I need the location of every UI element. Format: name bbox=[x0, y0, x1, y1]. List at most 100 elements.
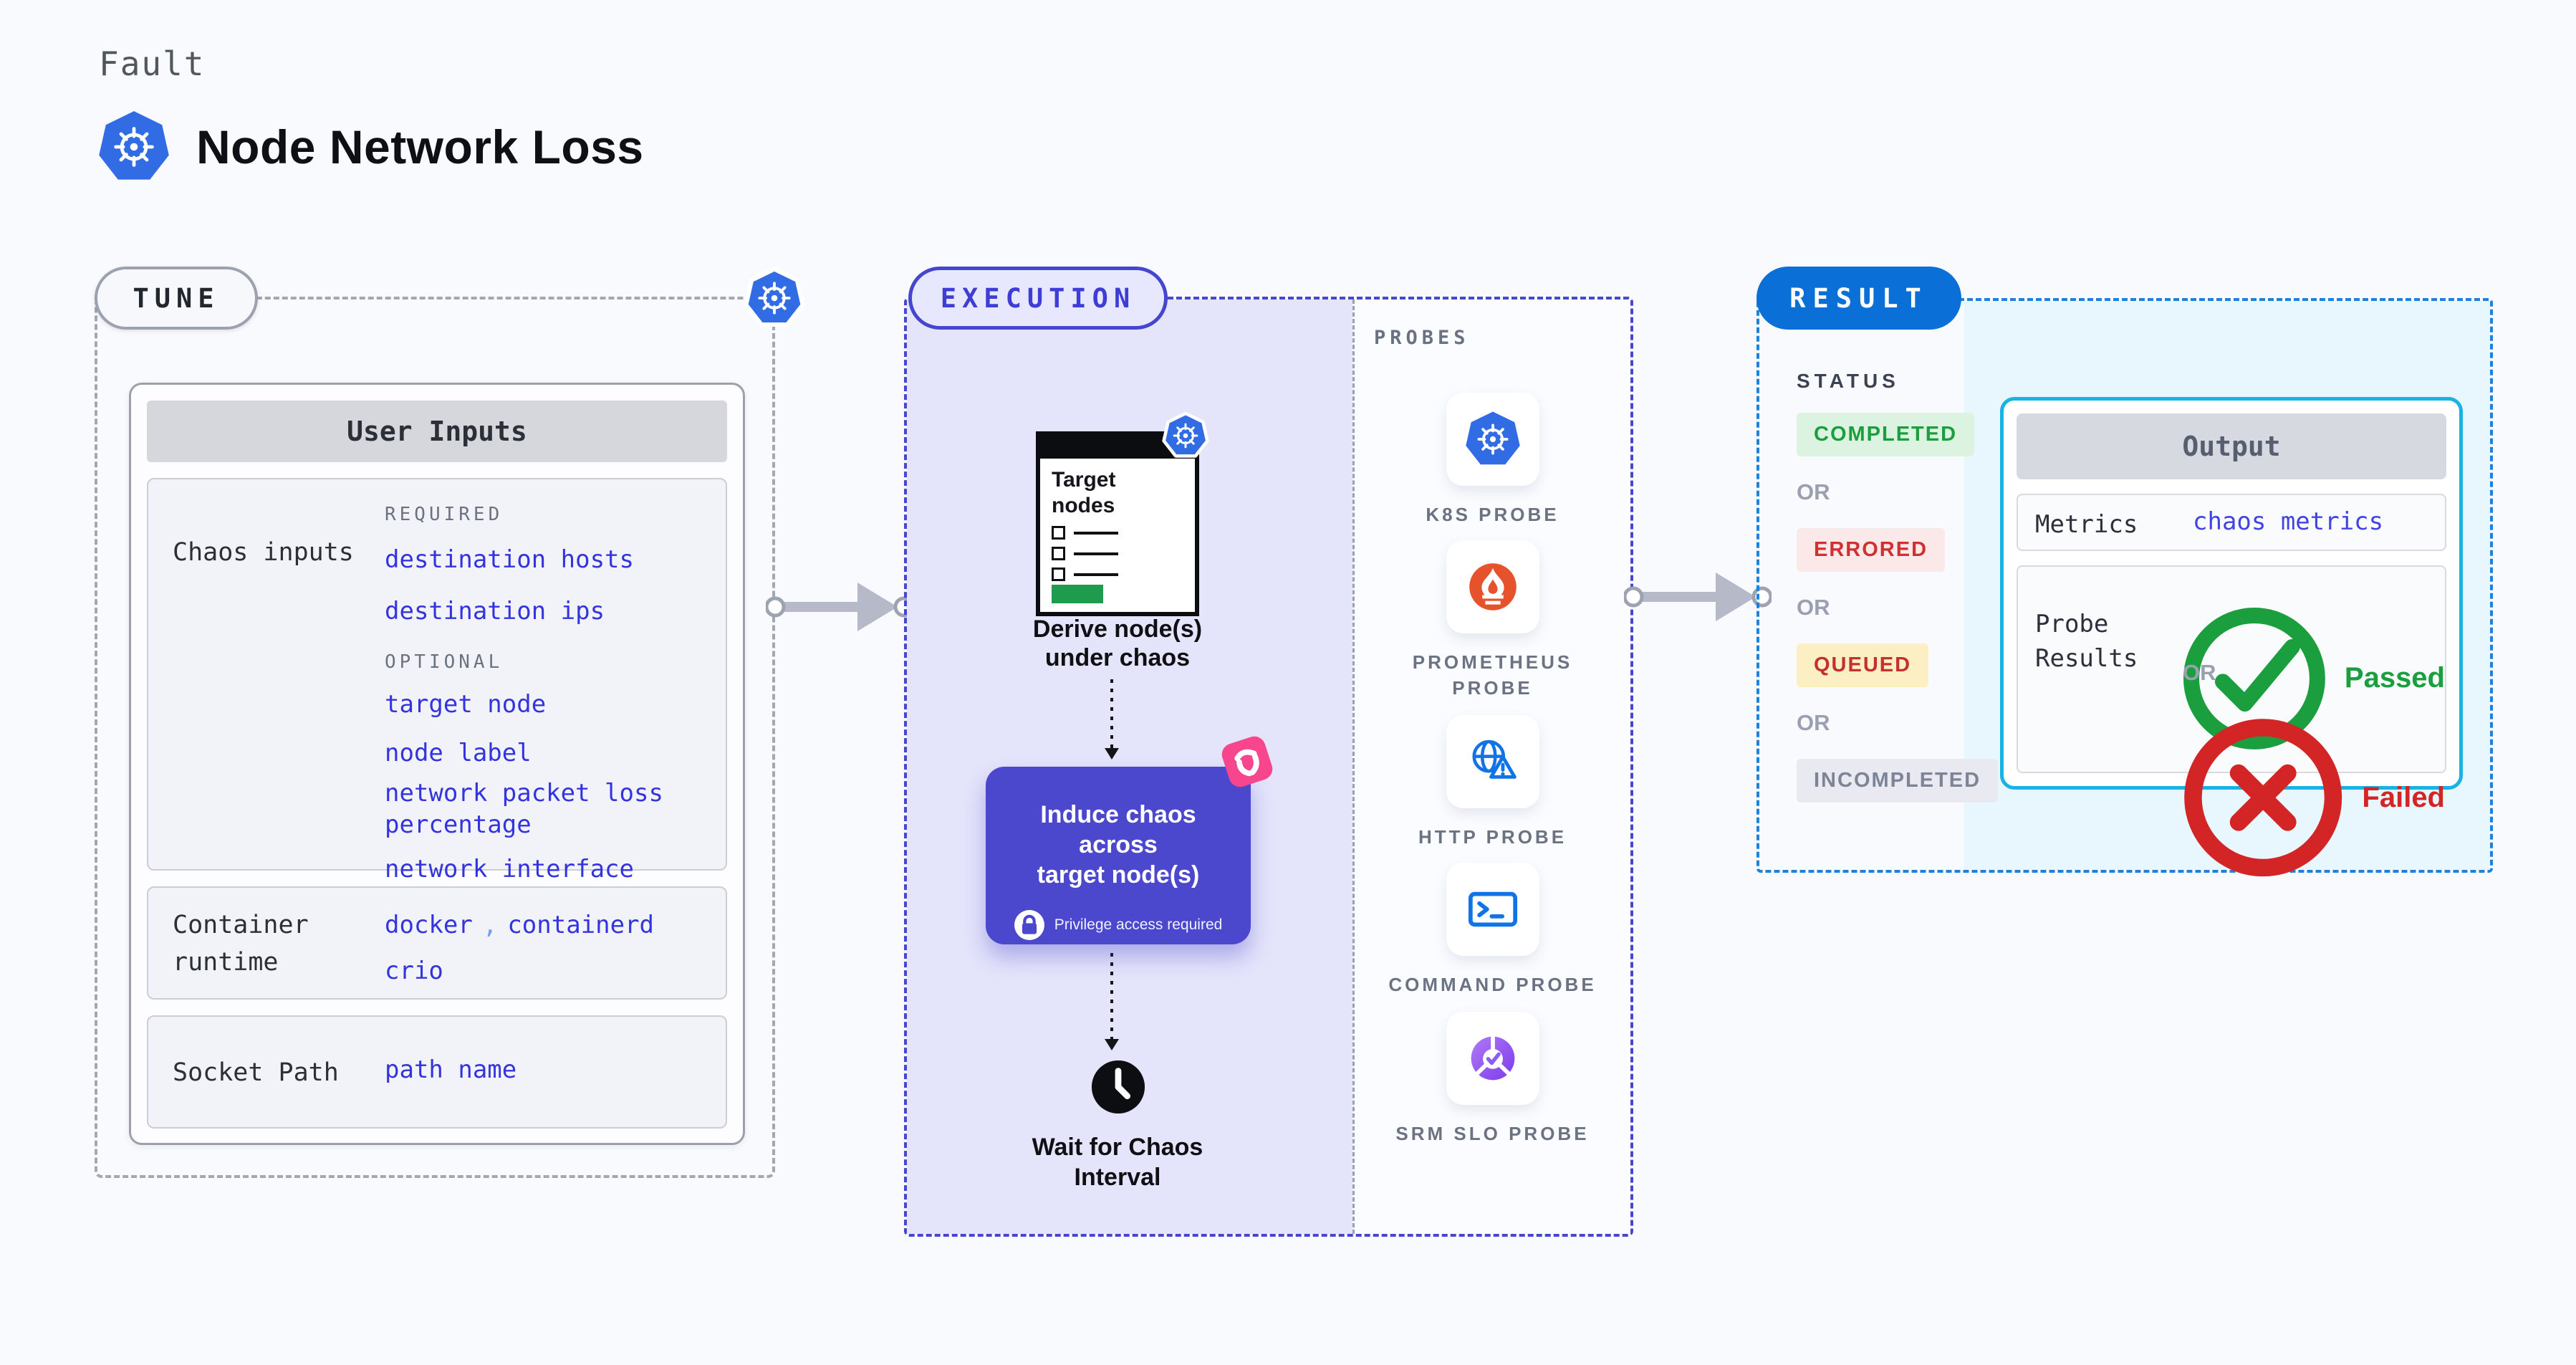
flow-dotted-arrow bbox=[1105, 953, 1119, 1050]
kubernetes-icon bbox=[744, 267, 805, 330]
probes-list: K8S PROBE PROMETHEUS PROBE HTTP PROBE COMMA… bbox=[1355, 393, 1630, 1146]
probe-item: PROMETHEUS PROBE bbox=[1385, 540, 1600, 701]
probe-result-failed: Failed bbox=[2176, 710, 2445, 885]
probe-results-label: Probe Results bbox=[2035, 610, 2138, 673]
flow-arrow-tune-to-execution bbox=[766, 583, 913, 631]
runtime-value-link[interactable]: containerd bbox=[507, 911, 655, 939]
probe-item: HTTP PROBE bbox=[1385, 715, 1600, 850]
or-separator: OR bbox=[1797, 595, 1830, 620]
status-badge-errored: ERRORED bbox=[1797, 528, 1946, 572]
chaos-input-link[interactable]: network packet loss percentage bbox=[385, 779, 663, 839]
induce-chaos-step: Induce chaos across target node(s) Privi… bbox=[986, 767, 1251, 944]
induce-chaos-label: Induce chaos across target node(s) bbox=[1037, 801, 1200, 889]
privilege-note: Privilege access required bbox=[1054, 916, 1223, 933]
metrics-value-link[interactable]: chaos metrics bbox=[2193, 507, 2384, 536]
wait-interval-step-label: Wait for Chaos Interval bbox=[1032, 1134, 1203, 1191]
kubernetes-icon bbox=[96, 107, 172, 186]
chaos-input-link[interactable]: destination ips bbox=[385, 597, 605, 626]
output-card: Output Metrics chaos metrics Probe Resul… bbox=[2000, 397, 2463, 877]
metrics-label: Metrics bbox=[2035, 510, 2138, 539]
probes-heading: PROBES bbox=[1374, 327, 1470, 349]
page-title: Node Network Loss bbox=[196, 120, 644, 173]
checkbox-icon bbox=[1052, 526, 1065, 540]
passed-label: Passed bbox=[2344, 662, 2445, 694]
fault-category-label: Fault bbox=[99, 44, 206, 83]
slo-pie-check-icon bbox=[1464, 1029, 1522, 1088]
probe-label: K8S PROBE bbox=[1426, 504, 1559, 525]
result-section: STATUS COMPLETED OR ERRORED OR QUEUED OR INCOM… bbox=[1756, 298, 2493, 877]
optional-heading: OPTIONAL bbox=[385, 651, 504, 673]
prometheus-icon bbox=[1464, 557, 1522, 616]
chaos-inputs-list: REQUIRED destination hosts destination ips… bbox=[385, 504, 708, 885]
probe-item: COMMAND PROBE bbox=[1385, 863, 1600, 997]
execution-section-badge: EXECUTION bbox=[908, 267, 1168, 330]
chaos-input-link[interactable]: node label bbox=[385, 739, 532, 767]
lock-icon bbox=[1014, 910, 1044, 940]
status-badge-queued: QUEUED bbox=[1797, 643, 1929, 687]
or-separator: OR bbox=[1797, 710, 1830, 735]
checkbox-icon bbox=[1052, 567, 1065, 581]
probe-results-row: Probe Results Passed OR Failed bbox=[2017, 565, 2446, 877]
http-globe-warning-probe-card bbox=[1446, 715, 1539, 808]
probe-label: SRM SLO PROBE bbox=[1395, 1123, 1590, 1144]
flow-arrow-execution-to-result bbox=[1624, 573, 1772, 621]
runtime-value-link[interactable]: crio bbox=[385, 957, 443, 985]
kubernetes-icon bbox=[1162, 411, 1209, 460]
target-nodes-label: Target nodes bbox=[1052, 468, 1116, 517]
clock-icon bbox=[1090, 1059, 1146, 1115]
chaos-input-link[interactable]: destination hosts bbox=[385, 545, 634, 574]
chaos-input-link[interactable]: target node bbox=[385, 690, 547, 719]
x-circle-icon bbox=[2176, 710, 2350, 885]
runtime-value-link[interactable]: docker bbox=[385, 911, 473, 939]
probes-panel: PROBES K8S PROBE PROMETHEUS PROBE HTTP PRO… bbox=[1352, 300, 1630, 1234]
chaos-fault-icon bbox=[1219, 734, 1275, 790]
derive-nodes-step-label: Derive node(s) under chaos bbox=[1032, 616, 1203, 671]
container-runtime-label: Container runtime bbox=[173, 911, 309, 977]
page-title-row: Node Network Loss bbox=[96, 107, 644, 186]
tune-section: User Inputs Chaos inputs REQUIRED destina… bbox=[95, 297, 775, 1178]
status-badge-completed: COMPLETED bbox=[1797, 413, 1975, 456]
tune-section-badge: TUNE bbox=[95, 267, 258, 330]
status-badge-incompleted: INCOMPLETED bbox=[1797, 759, 1999, 803]
kubernetes-probe-card bbox=[1446, 393, 1539, 486]
metrics-row: Metrics chaos metrics bbox=[2017, 494, 2446, 551]
probe-label: COMMAND PROBE bbox=[1388, 974, 1597, 995]
flow-dotted-arrow bbox=[1105, 679, 1119, 760]
http-globe-warning-icon bbox=[1464, 732, 1522, 791]
probe-result-passed: Passed bbox=[2176, 600, 2445, 757]
probe-item: SRM SLO PROBE bbox=[1385, 1012, 1600, 1146]
execution-section: Target nodes Derive node(s) under chaos … bbox=[904, 297, 1633, 1237]
progress-bar bbox=[1052, 585, 1103, 603]
terminal-icon bbox=[1464, 880, 1522, 939]
status-list: COMPLETED OR ERRORED OR QUEUED OR INCOMPLETED bbox=[1797, 413, 1999, 825]
socket-path-box: Socket Path path name bbox=[147, 1015, 727, 1129]
prometheus-probe-card bbox=[1446, 540, 1539, 633]
target-nodes-document: Target nodes bbox=[1036, 431, 1199, 616]
checkbox-icon bbox=[1052, 547, 1065, 560]
result-section-badge: RESULT bbox=[1756, 267, 1961, 330]
socket-path-value-link[interactable]: path name bbox=[385, 1055, 517, 1084]
status-heading: STATUS bbox=[1797, 370, 1900, 392]
socket-path-label: Socket Path bbox=[173, 1058, 339, 1087]
chaos-inputs-box: Chaos inputs REQUIRED destination hosts de… bbox=[147, 478, 727, 883]
slo-pie-check-probe-card bbox=[1446, 1012, 1539, 1105]
probe-label: HTTP PROBE bbox=[1418, 826, 1567, 848]
chaos-input-link[interactable]: network interface bbox=[385, 855, 634, 883]
check-circle-icon bbox=[2176, 600, 2333, 757]
failed-label: Failed bbox=[2362, 781, 2445, 813]
kubernetes-icon bbox=[1464, 410, 1522, 469]
user-inputs-card: User Inputs Chaos inputs REQUIRED destina… bbox=[129, 383, 745, 1145]
chaos-inputs-label: Chaos inputs bbox=[173, 538, 354, 567]
user-inputs-header: User Inputs bbox=[147, 401, 727, 462]
or-separator: OR bbox=[2183, 660, 2216, 685]
probe-item: K8S PROBE bbox=[1385, 393, 1600, 527]
probe-label: PROMETHEUS PROBE bbox=[1412, 651, 1573, 699]
terminal-probe-card bbox=[1446, 863, 1539, 956]
checklist bbox=[1052, 526, 1118, 588]
or-separator: OR bbox=[1797, 479, 1830, 504]
output-header: Output bbox=[2017, 413, 2446, 479]
required-heading: REQUIRED bbox=[385, 504, 504, 525]
